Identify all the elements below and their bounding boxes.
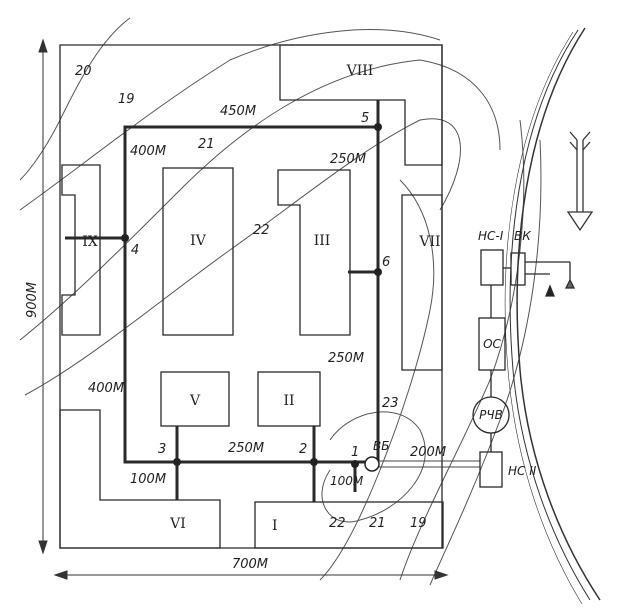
node-marker-5 bbox=[374, 123, 382, 131]
contour-20 bbox=[19, 17, 131, 181]
block-label-IX: IX bbox=[82, 234, 98, 250]
block-IV-shape bbox=[162, 167, 234, 336]
node-marker-6 bbox=[374, 268, 382, 276]
contour-21-top bbox=[19, 59, 501, 341]
node-label-2: 2 bbox=[299, 442, 307, 457]
labels: 700М 900М I II III IV V VI VII VIII IX 1… bbox=[25, 63, 537, 572]
contour-21-bottom bbox=[399, 119, 525, 581]
node-label-6: 6 bbox=[382, 255, 390, 270]
block-label-III: III bbox=[314, 233, 331, 249]
block-V-shape bbox=[160, 371, 230, 427]
contour-label-23: 23 bbox=[382, 396, 399, 411]
block-I-shape bbox=[254, 501, 444, 549]
node-label-4: 4 bbox=[131, 243, 139, 258]
block-label-VI: VI bbox=[169, 516, 186, 532]
contour-label-22b: 22 bbox=[329, 516, 346, 531]
blocks bbox=[59, 44, 444, 549]
dimension-lines bbox=[38, 38, 449, 580]
node-marker-1 bbox=[351, 460, 359, 468]
seg-bottom-mid: 250М bbox=[228, 441, 264, 456]
contour-19-top bbox=[19, 29, 441, 211]
contour-23 bbox=[319, 179, 435, 581]
treatment-chain bbox=[472, 249, 576, 488]
seg-top: 450М bbox=[220, 104, 256, 119]
pump-station-2-box bbox=[479, 451, 503, 488]
inlet-main bbox=[379, 460, 480, 468]
water-tower-symbol bbox=[364, 456, 380, 472]
dim-height: 900М bbox=[25, 282, 40, 318]
label-pump1: НС-I bbox=[478, 229, 504, 243]
seg-left-top: 400М bbox=[130, 144, 166, 159]
site-boundary bbox=[59, 44, 443, 549]
treatment-box bbox=[478, 317, 506, 371]
block-label-V: V bbox=[189, 393, 201, 409]
seg-inlet: 200М bbox=[410, 445, 446, 460]
block-label-VIII: VIII bbox=[346, 63, 374, 79]
contour-label-21a: 21 bbox=[198, 137, 215, 152]
block-label-VII: VII bbox=[418, 234, 440, 250]
seg-right-bottom: 250М bbox=[328, 351, 364, 366]
contour-label-19a: 19 bbox=[118, 92, 135, 107]
contour-lines bbox=[19, 17, 542, 586]
node-label-5: 5 bbox=[361, 111, 369, 126]
node-marker-3 bbox=[173, 458, 181, 466]
label-pump2: НС II bbox=[508, 464, 537, 478]
block-II-shape bbox=[257, 371, 321, 427]
seg-left-outer: 400М bbox=[88, 381, 124, 396]
node-label-3: 3 bbox=[158, 442, 166, 457]
contour-label-22a: 22 bbox=[253, 223, 270, 238]
label-treatment: ОС bbox=[483, 337, 501, 351]
block-label-I: I bbox=[272, 518, 278, 534]
block-VI-shape bbox=[59, 409, 221, 549]
block-label-II: II bbox=[283, 393, 294, 409]
tower-label: ВБ bbox=[373, 439, 389, 453]
pump-station-1-box bbox=[480, 249, 504, 286]
block-IX-shape bbox=[61, 164, 101, 336]
label-reservoir: РЧВ bbox=[479, 408, 503, 422]
block-VIII-shape bbox=[279, 44, 443, 166]
contour-23-loop bbox=[321, 411, 426, 523]
block-VII-shape bbox=[401, 194, 443, 371]
block-label-IV: IV bbox=[190, 233, 207, 249]
seg-branch-1: 100М bbox=[330, 474, 364, 488]
node-marker-4 bbox=[121, 234, 129, 242]
reservoir-circle bbox=[472, 396, 510, 434]
contour-label-21b: 21 bbox=[369, 516, 386, 531]
network-nodes bbox=[121, 123, 382, 468]
flow-direction-arrow bbox=[566, 131, 594, 232]
label-intake: ВК bbox=[514, 229, 531, 243]
seg-right-top: 250М bbox=[330, 152, 366, 167]
seg-branch-3: 100М bbox=[130, 472, 166, 487]
node-label-1: 1 bbox=[351, 445, 359, 460]
contour-22 bbox=[24, 118, 461, 396]
contour-label-20: 20 bbox=[75, 64, 92, 79]
contour-label-19b: 19 bbox=[410, 516, 427, 531]
block-III-shape bbox=[277, 169, 351, 336]
node-marker-2 bbox=[310, 458, 318, 466]
contour-19-bottom bbox=[429, 139, 542, 586]
river-bank bbox=[504, 27, 601, 605]
dim-width: 700М bbox=[232, 557, 268, 572]
